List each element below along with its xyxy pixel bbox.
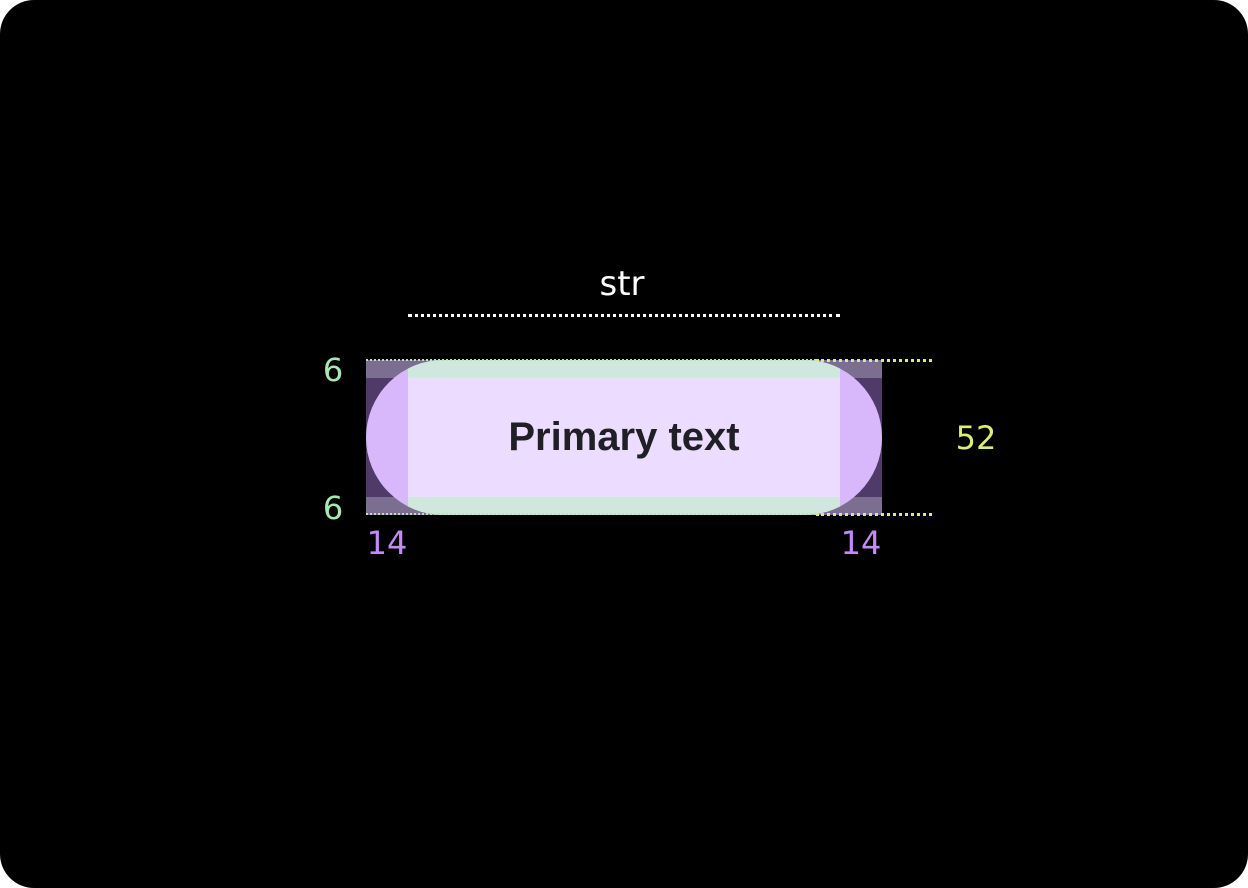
- left-padding-label: 14: [366, 524, 408, 562]
- top-guide-inner: [366, 359, 816, 361]
- bottom-guide-inner: [366, 513, 816, 515]
- right-padding-label: 14: [840, 524, 882, 562]
- bottom-height-guide: [816, 513, 932, 516]
- button-label: Primary text: [508, 415, 740, 459]
- chip-top-padding: [408, 360, 840, 378]
- content-area: [408, 360, 840, 515]
- chip-bottom-padding: [408, 497, 840, 515]
- primary-button-chip: Primary text: [366, 360, 882, 515]
- height-label: 52: [955, 419, 997, 457]
- width-dotted-rule: [408, 314, 840, 317]
- width-label: str: [599, 264, 645, 304]
- top-height-guide: [816, 359, 932, 362]
- bottom-padding-label: 6: [322, 489, 344, 527]
- top-padding-label: 6: [322, 351, 344, 389]
